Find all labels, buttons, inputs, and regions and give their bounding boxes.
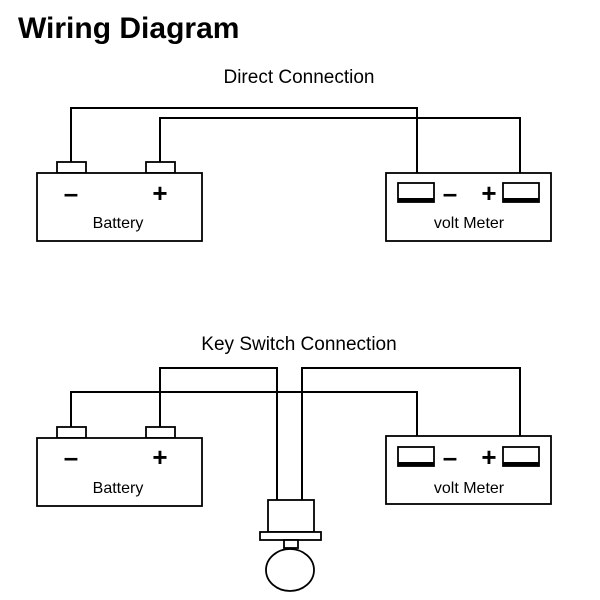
- volt-meter-label: volt Meter: [434, 480, 505, 497]
- battery-label: Battery: [93, 480, 144, 497]
- key-volt-meter: – + volt Meter: [385, 435, 552, 505]
- key-switch-to-meter-wire: [301, 367, 521, 500]
- direct-volt-meter: – + volt Meter: [385, 172, 552, 242]
- meter-plus-sign: +: [481, 178, 496, 208]
- volt-meter-label: volt Meter: [434, 215, 505, 232]
- battery-positive-terminal: [145, 426, 176, 439]
- battery-plus-sign: +: [152, 178, 167, 208]
- battery-label: Battery: [93, 215, 144, 232]
- key-switch-neck: [283, 539, 299, 549]
- meter-plus-sign: +: [481, 442, 496, 472]
- battery-negative-terminal: [56, 161, 87, 174]
- key-switch-heading: Key Switch Connection: [201, 334, 396, 355]
- battery-plus-sign: +: [152, 442, 167, 472]
- meter-minus-sign: –: [443, 442, 457, 472]
- meter-positive-slot-bar: [503, 198, 539, 202]
- battery-body: [36, 172, 203, 242]
- key-negative-wire: [70, 391, 418, 447]
- key-switch-body: [267, 499, 315, 533]
- direct-negative-wire: [70, 107, 418, 182]
- meter-minus-sign: –: [443, 178, 457, 208]
- battery-body: [36, 437, 203, 507]
- direct-positive-wire: [159, 117, 521, 182]
- battery-minus-sign: –: [64, 178, 78, 208]
- page-title: Wiring Diagram: [18, 12, 239, 45]
- key-positive-to-switch-wire: [159, 367, 278, 500]
- direct-connection-section: Direct Connection – + Battery – + volt M…: [36, 67, 552, 242]
- key-battery: – + Battery: [36, 426, 203, 507]
- meter-negative-slot-bar: [398, 462, 434, 466]
- battery-minus-sign: –: [64, 442, 78, 472]
- key-switch-icon: [259, 499, 322, 592]
- battery-negative-terminal: [56, 426, 87, 439]
- key-switch-flange: [259, 531, 322, 541]
- direct-battery: – + Battery: [36, 161, 203, 242]
- key-switch-section: Key Switch Connection – + Battery – + vo…: [36, 334, 552, 592]
- battery-positive-terminal: [145, 161, 176, 174]
- key-switch-knob: [265, 548, 315, 592]
- meter-negative-slot-bar: [398, 198, 434, 202]
- direct-connection-heading: Direct Connection: [223, 67, 374, 88]
- meter-positive-slot-bar: [503, 462, 539, 466]
